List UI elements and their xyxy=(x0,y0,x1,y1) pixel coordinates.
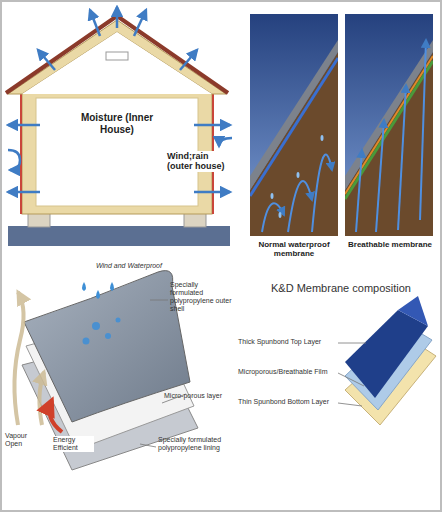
kd-membrane-layers xyxy=(338,296,436,425)
layer-label: Thick Spunbond Top Layer xyxy=(238,338,338,346)
layer-label: Wind and Waterproof xyxy=(96,262,186,270)
layer-label: Thin Spunbond Bottom Layer xyxy=(238,398,338,406)
house-section xyxy=(6,7,232,246)
panel-heading: K&D Membrane composition xyxy=(248,282,434,295)
layer-label: Energy Efficient xyxy=(52,436,94,452)
layer-label: Microporous/Breathable Film xyxy=(238,368,338,376)
photo-caption: Breathable membrane xyxy=(343,240,437,249)
layer-label: Vapour Open xyxy=(4,432,46,448)
layer-label: Micro-porous layer xyxy=(164,392,236,400)
house-label: Moisture (Inner House) xyxy=(66,112,168,135)
photo-caption: Normal waterproof membrane xyxy=(246,240,342,258)
normal-membrane-photo xyxy=(250,14,338,236)
house-label: Wind;rain (outer house) xyxy=(166,151,236,172)
layer-label: Specially formulated polypropylene outer… xyxy=(170,281,232,313)
breathable-membrane-photo xyxy=(345,14,433,236)
layer-label: Specially formulated polypropylene linin… xyxy=(158,436,234,452)
